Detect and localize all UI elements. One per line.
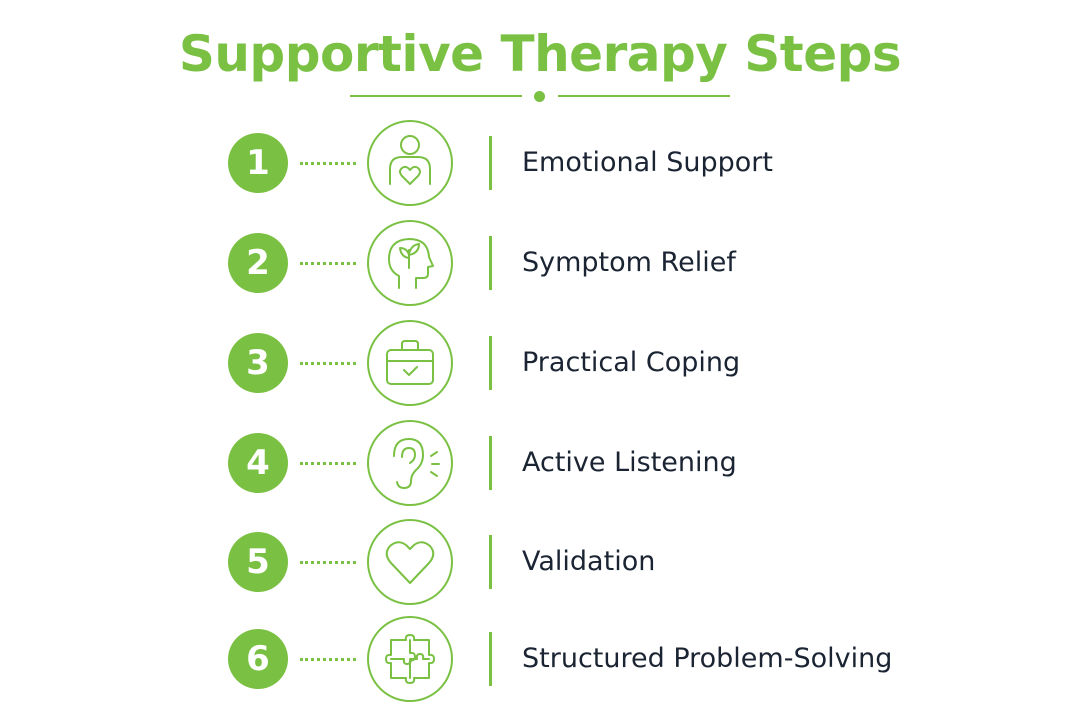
separator-bar — [489, 632, 492, 686]
step-number-badge: 6 — [228, 629, 288, 689]
heart-icon — [367, 519, 453, 605]
dotted-connector — [300, 262, 356, 265]
step-5: 5 Validation — [0, 517, 1080, 607]
separator-bar — [489, 136, 492, 190]
step-2: 2 Symptom Relief — [0, 218, 1080, 308]
step-3: 3 Practical Coping — [0, 318, 1080, 408]
dotted-connector — [300, 658, 356, 661]
separator-bar — [489, 535, 492, 589]
dotted-connector — [300, 162, 356, 165]
divider-line-left — [350, 95, 522, 97]
separator-bar — [489, 436, 492, 490]
step-label: Active Listening — [522, 447, 737, 478]
step-label: Validation — [522, 546, 656, 577]
puzzle-icon — [367, 616, 453, 702]
title-divider — [350, 86, 730, 106]
dotted-connector — [300, 561, 356, 564]
head-leaf-icon — [367, 220, 453, 306]
step-1: 1 Emotional Support — [0, 118, 1080, 208]
divider-line-right — [558, 95, 730, 97]
step-label: Practical Coping — [522, 347, 741, 378]
step-6: 6 Structured Problem-Solving — [0, 614, 1080, 704]
toolbox-check-icon — [367, 320, 453, 406]
separator-bar — [489, 336, 492, 390]
step-number-badge: 1 — [228, 133, 288, 193]
person-heart-icon — [367, 120, 453, 206]
step-label: Emotional Support — [522, 147, 773, 178]
step-4: 4 Active Listening — [0, 418, 1080, 508]
step-number-badge: 5 — [228, 532, 288, 592]
divider-dot — [534, 91, 545, 102]
step-number-badge: 4 — [228, 433, 288, 493]
dotted-connector — [300, 362, 356, 365]
separator-bar — [489, 236, 492, 290]
ear-icon — [367, 420, 453, 506]
step-number-badge: 3 — [228, 333, 288, 393]
step-number-badge: 2 — [228, 233, 288, 293]
step-label: Symptom Relief — [522, 247, 736, 278]
step-label: Structured Problem-Solving — [522, 643, 893, 674]
page-title: Supportive Therapy Steps — [178, 25, 902, 83]
dotted-connector — [300, 462, 356, 465]
